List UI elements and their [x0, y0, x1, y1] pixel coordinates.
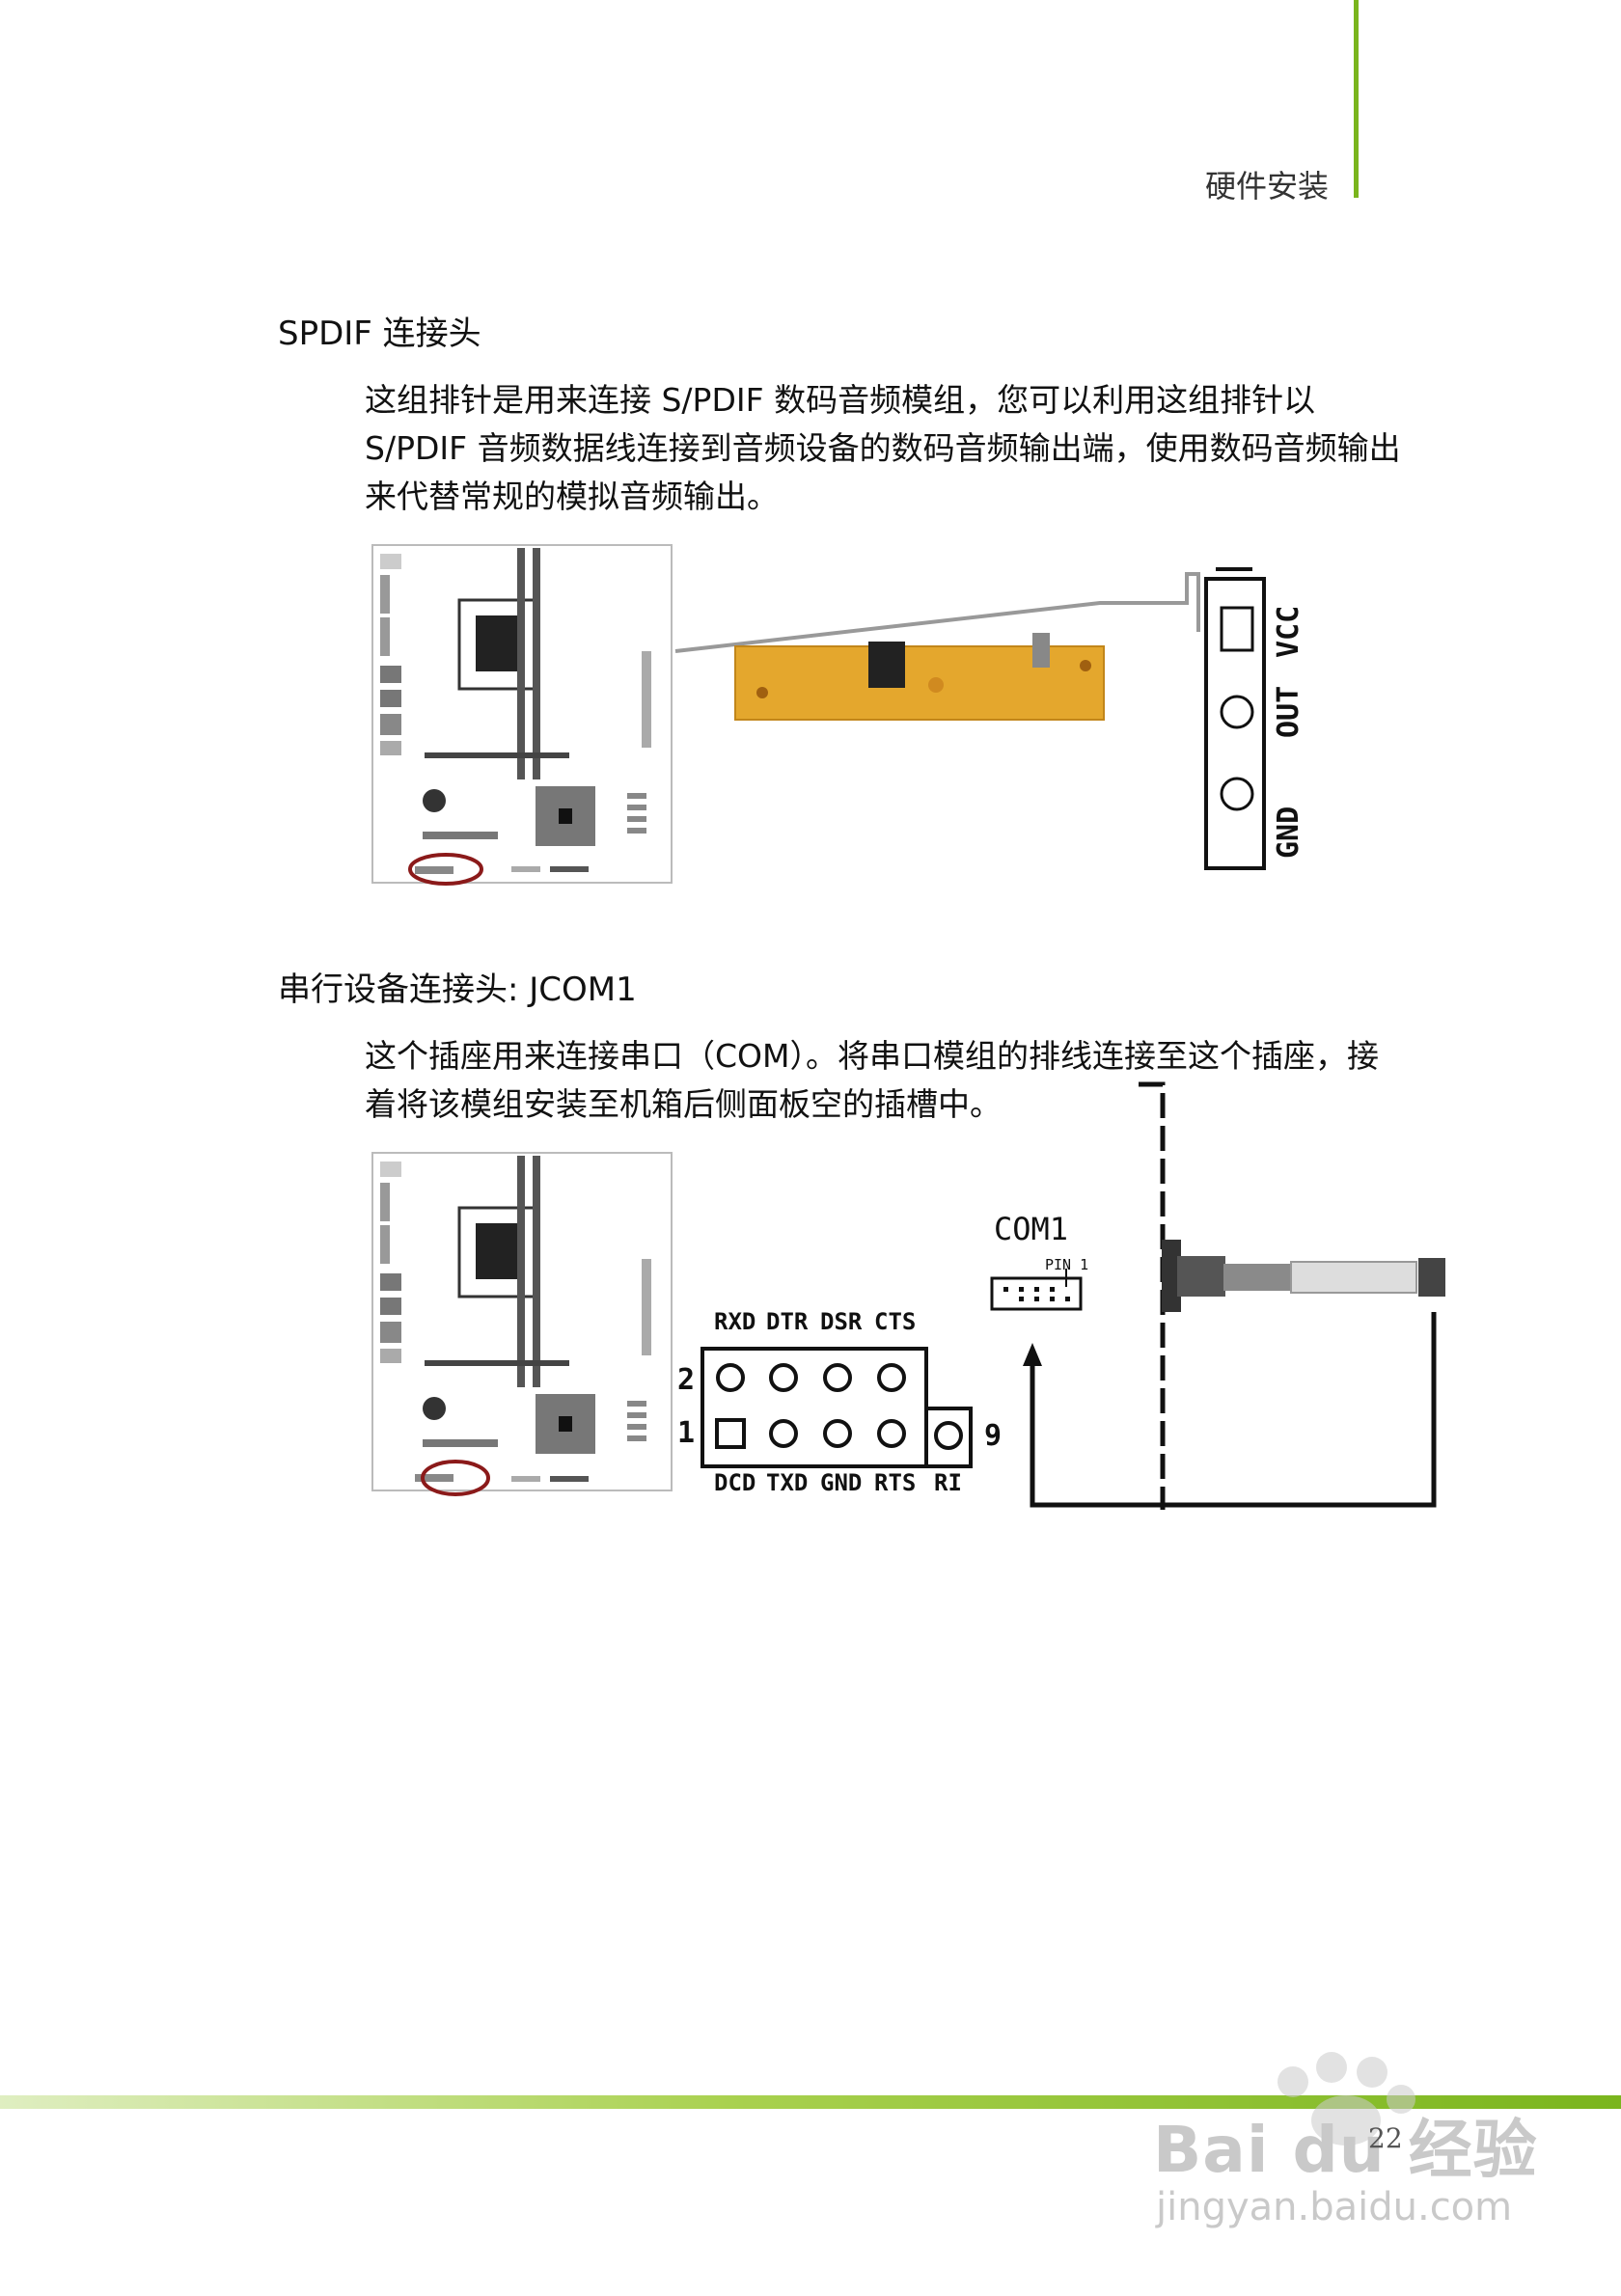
header-accent-line — [1354, 0, 1359, 198]
spdif-figure: GND OUT VCC — [371, 544, 1305, 886]
pin-label-dtr: DTR — [766, 1308, 809, 1335]
pin-label-ri: RI — [934, 1469, 962, 1496]
jcom-line-2: 着将该模组安装至机箱后侧面板空的插槽中。 — [365, 1085, 1002, 1123]
jcom-pinout: RXD DTR DSR CTS 2 1 9 DCD TXD GND RTS RI — [677, 1308, 1002, 1496]
pin-label-dcd: DCD — [714, 1469, 756, 1496]
watermark-paw-icon — [1278, 2052, 1415, 2146]
pin-label-dsr: DSR — [820, 1308, 863, 1335]
footer-accent-bar — [0, 2095, 1621, 2109]
spdif-heading: SPDIF 连接头 — [278, 314, 481, 353]
pin-label-rxd: RXD — [714, 1308, 756, 1335]
pin-label-cts: CTS — [874, 1308, 916, 1335]
spdif-line-1: 这组排针是用来连接 S/PDIF 数码音频模组，您可以利用这组排针以 — [365, 381, 1316, 419]
com-bracket-cable — [1023, 1081, 1445, 1510]
spdif-line-2: S/PDIF 音频数据线连接到音频设备的数码音频输出端，使用数码音频输出 — [365, 429, 1401, 467]
spdif-paragraph: 这组排针是用来连接 S/PDIF 数码音频模组，您可以利用这组排针以 S/PDI… — [365, 376, 1416, 521]
motherboard-diagram — [371, 544, 673, 886]
com1-title: COM1 — [994, 1211, 1068, 1247]
jcom-figure: RXD DTR DSR CTS 2 1 9 DCD TXD GND RTS RI… — [371, 1081, 1445, 1510]
spdif-line-3: 来代替常规的模拟音频输出。 — [365, 478, 779, 515]
running-header: 硬件安装 — [1204, 168, 1329, 205]
spdif-pinout: GND OUT VCC — [1204, 567, 1305, 870]
spdif-out-label: OUT — [1272, 686, 1305, 738]
row-number-1: 1 — [677, 1416, 695, 1450]
spdif-gnd-label: GND — [1272, 806, 1305, 859]
watermark-url: jingyan.baidu.com — [1156, 2185, 1513, 2229]
row-number-2: 2 — [677, 1363, 695, 1397]
jcom-line-1: 这个插座用来连接串口（COM）。将串口模组的排线连接至这个插座，接 — [365, 1037, 1379, 1075]
spdif-module-diagram — [674, 572, 1200, 721]
jcom-heading: 串行设备连接头: JCOM1 — [278, 970, 637, 1009]
motherboard-diagram — [371, 1152, 673, 1496]
watermark-brand: Bai du 经验 — [1153, 2113, 1538, 2187]
pin1-label: PIN 1 — [1045, 1256, 1088, 1273]
jcom-paragraph: 这个插座用来连接串口（COM）。将串口模组的排线连接至这个插座，接 着将该模组安… — [365, 1032, 1416, 1129]
spdif-vcc-label: VCC — [1272, 606, 1305, 658]
pin-label-rts: RTS — [874, 1469, 916, 1496]
com1-connector: COM1 PIN 1 — [990, 1211, 1088, 1311]
end-number-9: 9 — [984, 1419, 1002, 1453]
spdif-highlight-ellipse — [408, 853, 483, 886]
page-number: 22 — [1368, 2122, 1403, 2154]
pin-label-gnd: GND — [820, 1469, 862, 1496]
jcom-highlight-ellipse — [421, 1460, 490, 1496]
pin-label-txd: TXD — [766, 1469, 808, 1496]
